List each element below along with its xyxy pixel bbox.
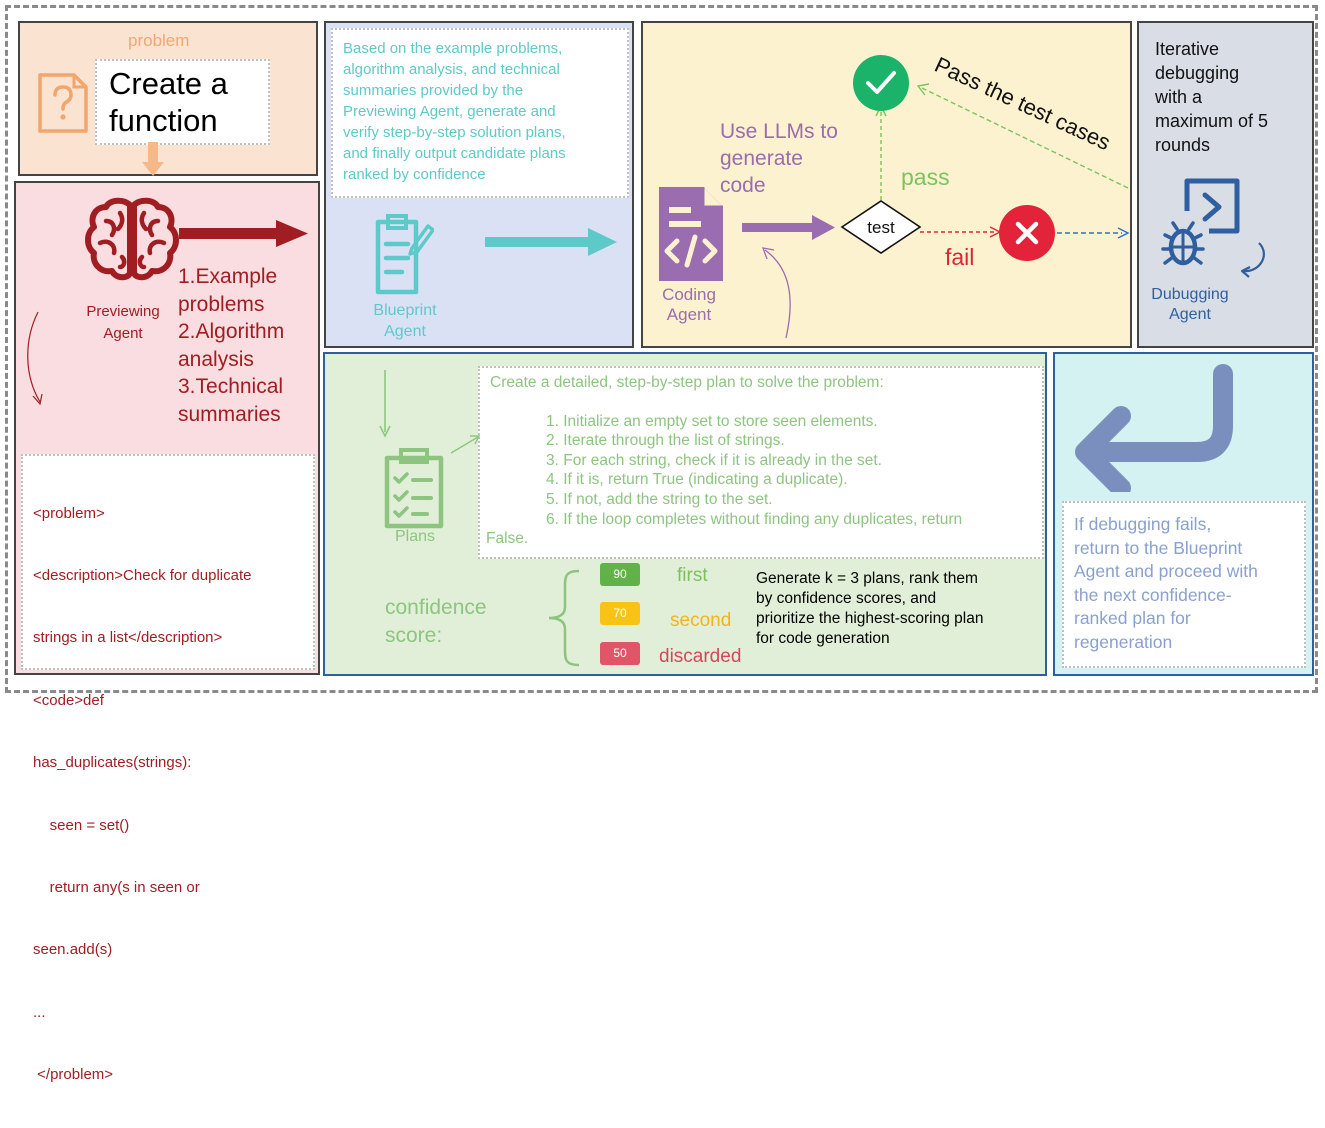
output-line-4: analysis [178, 347, 254, 371]
code-example-box: <problem> <description>Check for duplica… [21, 454, 315, 1083]
confidence-line2: score: [385, 624, 443, 647]
output-line-5: 3.Technical [178, 375, 284, 398]
previewing-outputs: 1.Example problems 2.Algorithm analysis … [178, 263, 284, 428]
code-line: <description>Check for duplicate [33, 566, 252, 584]
plan-step-tail: False. [486, 530, 529, 548]
score-label-first: first [677, 565, 708, 586]
score-badge-discarded: 50 [600, 642, 640, 665]
blueprint-desc-line: summaries provided by the [343, 82, 524, 99]
curly-brace-icon [548, 569, 580, 667]
problem-label: problem [128, 31, 190, 50]
confidence-line1: confidence [385, 596, 487, 619]
output-line-6: summaries [178, 402, 281, 426]
blueprint-agent-line2: Agent [384, 322, 426, 340]
return-panel: If debugging fails, return to the Bluepr… [1053, 352, 1314, 676]
question-document-icon [38, 73, 88, 133]
blueprint-description-box: Based on the example problems, algorithm… [331, 28, 629, 198]
code-line: ... [33, 1003, 46, 1021]
debug-desc-line: maximum of 5 [1155, 111, 1269, 131]
document-edit-icon [375, 214, 434, 295]
debug-bug-icon [1161, 178, 1265, 278]
code-line: strings in a list</description> [33, 629, 223, 647]
previewing-panel: Previewing Agent 1.Example problems 2.Al… [14, 181, 320, 1083]
blueprint-agent-name: Blueprint Agent [350, 301, 460, 343]
return-note-line: ranked plan for [1074, 608, 1191, 629]
llm-line: code [720, 174, 766, 197]
plan-step: 2. Iterate through the list of strings. [546, 432, 785, 450]
debugging-description: Iterative debugging with a maximum of 5 … [1155, 37, 1268, 157]
output-line-3: 2.Algorithm [178, 320, 285, 343]
debug-desc-line: with a [1155, 87, 1203, 107]
problem-title-line2: function [109, 103, 218, 139]
code-line: </problem> [33, 1066, 114, 1084]
blueprint-desc-line: and finally output candidate plans [343, 145, 566, 162]
code-line: <problem> [33, 504, 105, 522]
code-line: seen.add(s) [33, 941, 113, 959]
debug-desc-line: debugging [1155, 63, 1240, 83]
rank-note-line: prioritize the highest-scoring plan [756, 610, 984, 627]
blueprint-desc-line: ranked by confidence [343, 166, 486, 183]
clipboard-checklist-icon [384, 448, 444, 529]
return-note-line: regeneration [1074, 631, 1173, 652]
plan-step: 1. Initialize an empty set to store seen… [546, 412, 878, 430]
plan-step: 3. For each string, check if it is alrea… [546, 451, 882, 469]
debug-desc-line: Iterative [1155, 39, 1220, 59]
plans-icon-label: Plans [394, 528, 436, 545]
code-line: has_duplicates(strings): [33, 754, 192, 772]
debug-agent-line2: Agent [1169, 306, 1211, 323]
problem-panel: problem Create a function [18, 21, 318, 176]
debug-desc-line: rounds [1155, 135, 1211, 155]
rank-note-line: for code generation [756, 630, 890, 647]
previewing-agent-line1: Previewing [86, 303, 160, 320]
return-note-line: the next confidence- [1074, 584, 1232, 605]
blueprint-desc-line: algorithm analysis, and technical [343, 61, 560, 78]
coding-agent-name: Coding Agent [647, 285, 731, 326]
score-badge-second: 70 [600, 602, 640, 625]
return-note-line: return to the Blueprint [1074, 537, 1243, 558]
previewing-agent-name: Previewing Agent [68, 301, 178, 345]
return-arrow-icon [1075, 364, 1233, 492]
outer-frame [5, 5, 1318, 693]
debugging-panel: Iterative debugging with a maximum of 5 … [1137, 21, 1314, 348]
brain-icon [85, 197, 179, 281]
debug-agent-line1: Dubugging [1151, 286, 1229, 303]
code-file-icon [659, 187, 723, 281]
return-note-line: Agent and proceed with [1074, 561, 1258, 582]
return-note-line: If debugging fails, [1074, 514, 1212, 534]
blueprint-desc-line: Based on the example problems, [343, 40, 563, 57]
plan-step: 5. If not, add the string to the set. [546, 490, 773, 508]
plan-step: 6. If the loop completes without finding… [546, 510, 963, 528]
code-line: return any(s in seen or [33, 878, 200, 896]
code-line: seen = set() [33, 816, 130, 834]
plan-step: 4. If it is, return True (indicating a d… [546, 471, 848, 489]
code-line: <code>def [33, 691, 104, 709]
coding-agent-line2: Agent [666, 305, 712, 325]
blueprint-agent-line1: Blueprint [373, 302, 437, 319]
plan-text-box: Create a detailed, step-by-step plan to … [478, 366, 1044, 559]
output-line-1: 1.Example [178, 265, 278, 288]
score-label-second: second [670, 610, 732, 631]
blueprint-desc-line: verify step-by-step solution plans, [343, 124, 566, 141]
coding-llm-text: Use LLMs to generate code [720, 118, 838, 199]
confidence-score-label: confidence score: [385, 594, 487, 650]
problem-title-box: Create a function [95, 59, 270, 145]
plan-title: Create a detailed, step-by-step plan to … [490, 374, 884, 391]
plans-panel: Plans Create a detailed, step-by-step pl… [323, 352, 1047, 676]
output-line-2: problems [178, 292, 265, 316]
rank-note-line: by confidence scores, and [756, 590, 937, 607]
blueprint-panel: Based on the example problems, algorithm… [324, 21, 634, 348]
rank-note: Generate k = 3 plans, rank them by confi… [756, 569, 983, 649]
previewing-agent-line2: Agent [103, 324, 143, 342]
score-badge-first: 90 [600, 563, 640, 586]
score-label-discarded: discarded [659, 646, 742, 667]
rank-note-line: Generate k = 3 plans, rank them [756, 570, 978, 587]
debugging-agent-name: Dubugging Agent [1139, 285, 1241, 325]
llm-line: generate [720, 147, 803, 170]
problem-title-line1: Create a [109, 66, 228, 101]
coding-agent-line1: Coding [662, 285, 716, 304]
return-note-box: If debugging fails, return to the Bluepr… [1062, 501, 1306, 668]
coding-panel: Use LLMs to generate code Coding Agent [641, 21, 1132, 348]
blueprint-desc-line: Previewing Agent, generate and [343, 103, 556, 120]
llm-line: Use LLMs to [720, 120, 838, 143]
